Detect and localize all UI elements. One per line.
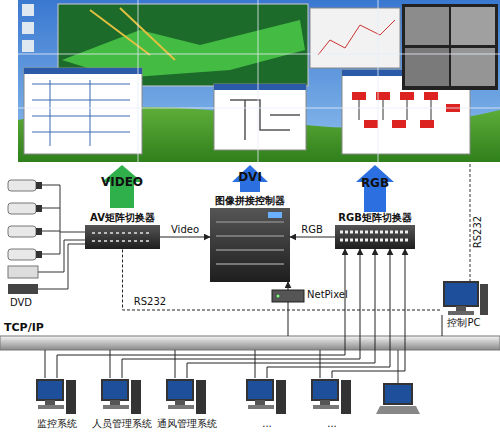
rs232-link: [470, 162, 471, 282]
workstation: ...: [310, 378, 354, 416]
node-label: TCP/IP: [4, 322, 44, 334]
dvi-arrow: [232, 165, 268, 192]
node-label: 监控系统: [37, 418, 77, 430]
av-matrix-device: [85, 225, 160, 249]
connector: [290, 237, 335, 238]
netpixel-box: NetPixel: [272, 290, 304, 302]
controller-device: [210, 208, 290, 282]
control-pc: 控制PC: [440, 282, 488, 315]
connector: [267, 249, 390, 378]
signal-name: RGB: [361, 177, 389, 189]
network-bus: [0, 336, 500, 350]
edge-label: Video: [171, 224, 199, 236]
node-label: 控制PC: [447, 317, 480, 329]
rgb-matrix: RGB矩阵切换器: [335, 225, 415, 249]
connector: [110, 350, 111, 378]
connector: [288, 282, 289, 290]
workstation: 监控系统: [35, 378, 79, 416]
video-wall: [18, 0, 500, 162]
workstation: 通风管理系统: [165, 378, 209, 416]
workstation: 人员管理系统: [100, 378, 144, 416]
connector: [123, 249, 441, 310]
signal-name: DVI: [238, 171, 262, 183]
tcpip-bus: TCP/IP: [0, 336, 500, 350]
laptop-icon: [376, 350, 420, 414]
connector: [332, 249, 405, 378]
node-label: ...: [327, 418, 337, 430]
connector: [442, 315, 443, 336]
camera-symbols: [8, 180, 85, 294]
note-label: RS232: [472, 216, 484, 248]
netpixel-device: [272, 290, 304, 302]
connector: [122, 249, 360, 378]
node-label: AV矩阵切换器: [90, 212, 155, 224]
connector: [288, 302, 289, 336]
workstation: ...: [245, 378, 289, 416]
node-label: 通风管理系统: [157, 418, 217, 430]
control-pc-icon: [444, 282, 488, 315]
connector: [160, 237, 210, 238]
rgb-arrow: [356, 165, 394, 212]
splice-controller: 图像拼接控制器: [210, 208, 290, 282]
edge-label: RGB: [301, 224, 323, 236]
node-label: ...: [262, 418, 272, 430]
node-label: 图像拼接控制器: [215, 195, 285, 207]
edge-label: RS232: [134, 296, 166, 308]
connector: [255, 350, 256, 378]
connector: [175, 350, 176, 378]
rgb-matrix-device: [335, 225, 415, 249]
node-label: RGB矩阵切换器: [338, 212, 412, 224]
note-label: DVD: [10, 297, 32, 309]
workstation-icons: [37, 380, 351, 414]
connector: [187, 249, 375, 378]
node-label: 人员管理系统: [92, 418, 152, 430]
connector: [45, 350, 46, 378]
connector: [320, 350, 321, 378]
signal-name: VIDEO: [101, 176, 143, 188]
av-matrix: AV矩阵切换器: [85, 225, 160, 249]
node-label: NetPixel: [307, 289, 348, 301]
